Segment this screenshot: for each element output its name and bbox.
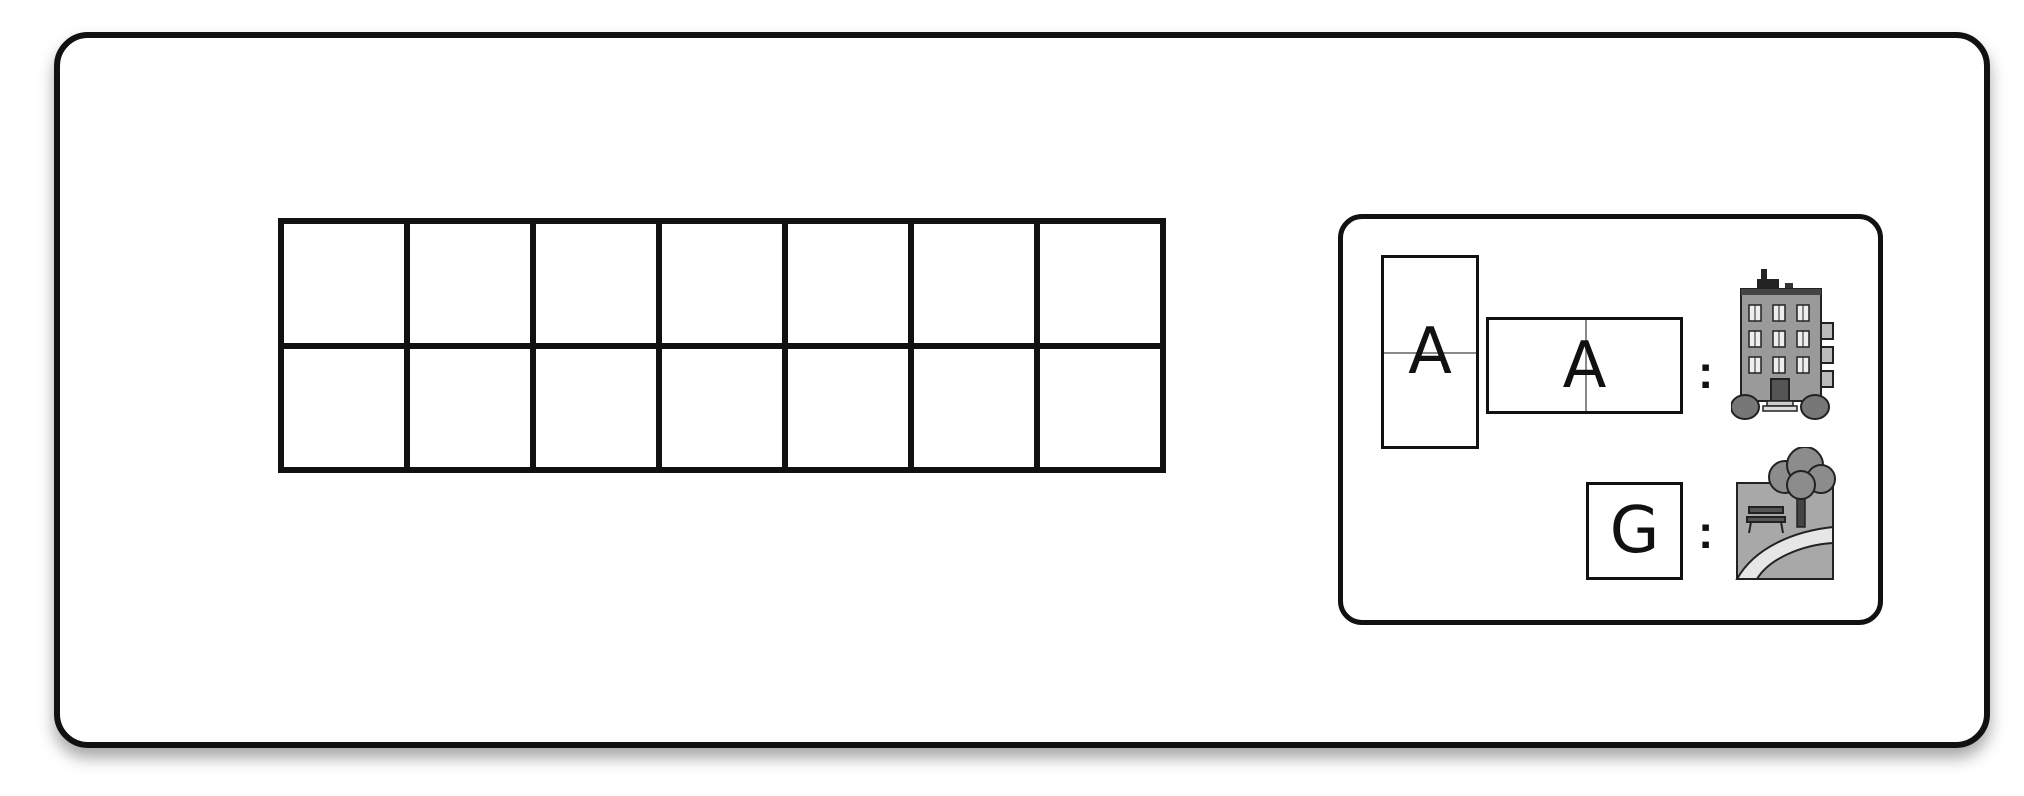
puzzle-frame: A A :	[54, 32, 1990, 748]
legend-tile-a-horizontal[interactable]: A	[1486, 317, 1683, 414]
board-cell-r2-c7[interactable]	[1040, 348, 1160, 467]
board-cell-r1-c3[interactable]	[536, 224, 656, 343]
board-cell-r2-c6[interactable]	[914, 348, 1034, 467]
board-cell-r1-c5[interactable]	[788, 224, 908, 343]
tile-letter: A	[1408, 315, 1452, 389]
board-cell-r2-c5[interactable]	[788, 348, 908, 467]
legend-panel: A A :	[1338, 214, 1883, 625]
board-cell-r1-c1[interactable]	[284, 224, 404, 343]
board-cell-r2-c3[interactable]	[536, 348, 656, 467]
board-grid	[278, 218, 1166, 473]
board-cell-r2-c1[interactable]	[284, 348, 404, 467]
board-cell-r1-c4[interactable]	[662, 224, 782, 343]
tile-letter: G	[1609, 494, 1660, 568]
board-cell-r1-c6[interactable]	[914, 224, 1034, 343]
legend-separator: :	[1698, 506, 1714, 558]
park-bench-tree-icon	[1735, 447, 1836, 580]
legend-separator: :	[1698, 346, 1714, 398]
tile-letter: A	[1562, 328, 1607, 403]
board-cell-r2-c2[interactable]	[410, 348, 530, 467]
legend-tile-a-vertical[interactable]: A	[1381, 255, 1479, 449]
apartment-building-icon	[1731, 269, 1834, 420]
legend-tile-g[interactable]: G	[1586, 482, 1683, 580]
board-cell-r1-c7[interactable]	[1040, 224, 1160, 343]
board-cell-r1-c2[interactable]	[410, 224, 530, 343]
board-cell-r2-c4[interactable]	[662, 348, 782, 467]
